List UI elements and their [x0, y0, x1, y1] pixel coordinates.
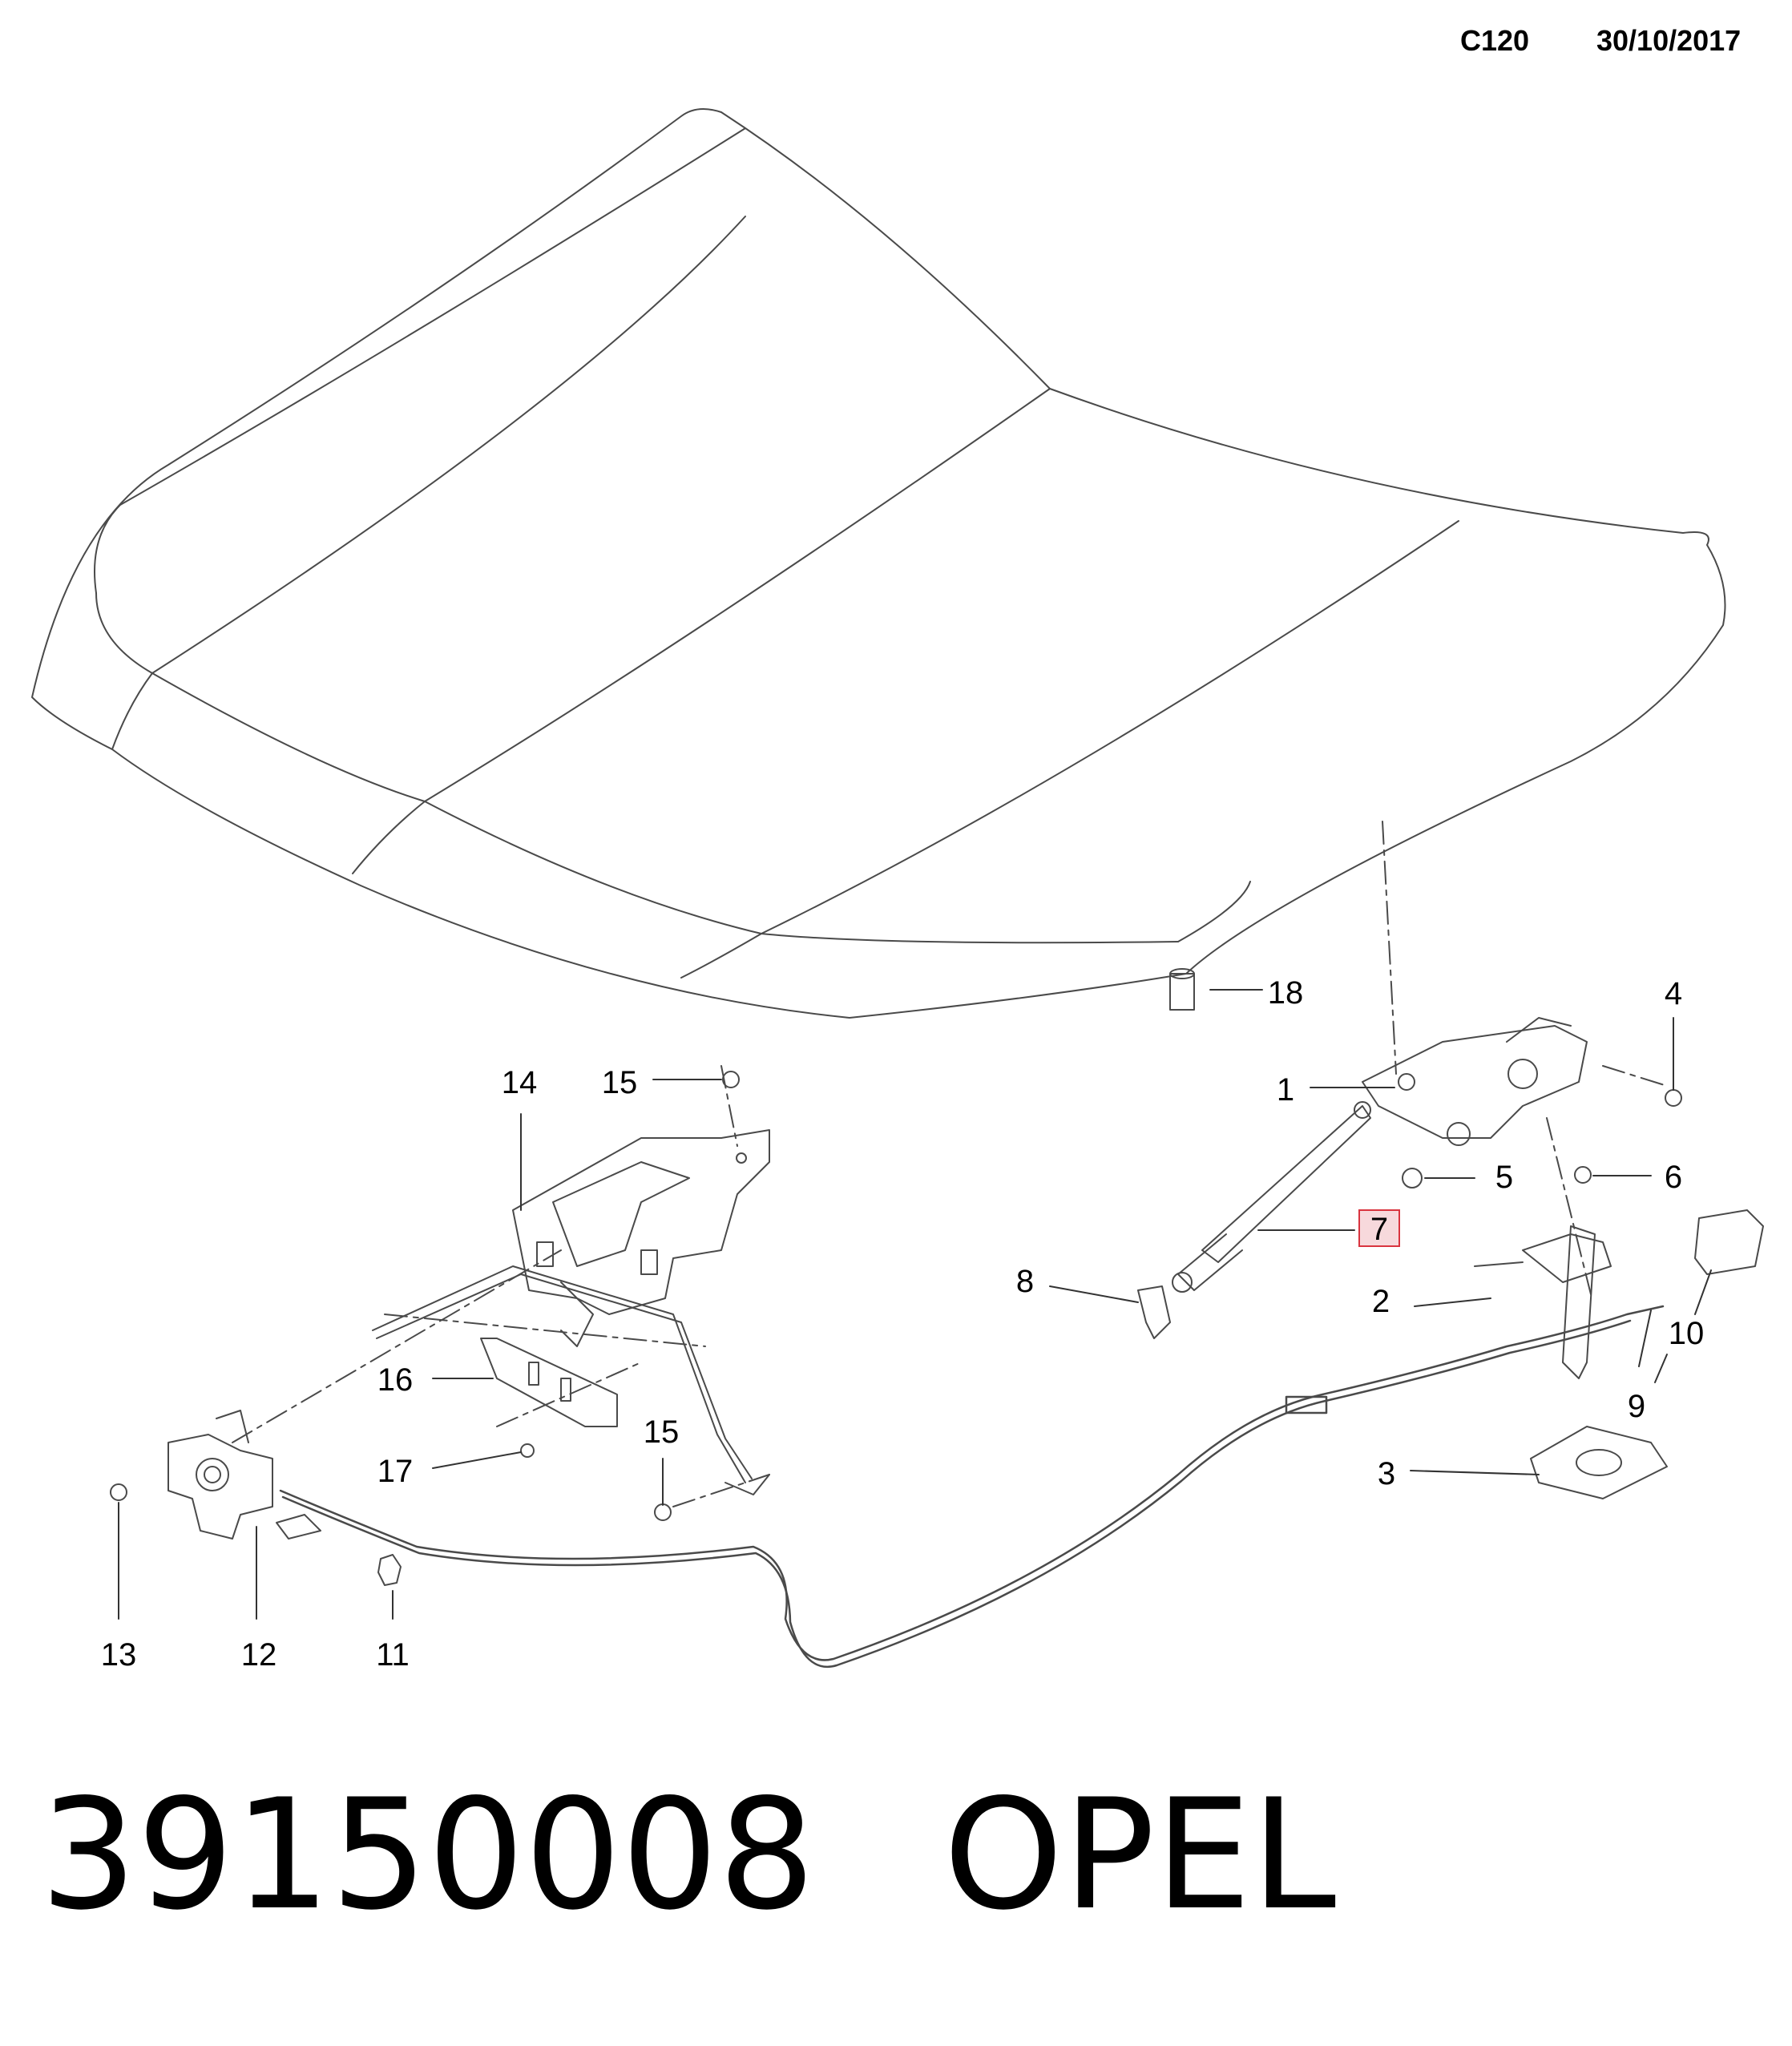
hood-hinge: [1362, 1017, 1588, 1146]
callout-9: 9: [1628, 1389, 1645, 1424]
highlight-box-7: [1358, 1209, 1400, 1247]
hood-latch: [167, 1410, 321, 1540]
leader-lines: [118, 989, 1712, 1620]
callout-11: 11: [376, 1637, 410, 1673]
callout-12: 12: [241, 1637, 277, 1673]
callout-10: 10: [1669, 1316, 1705, 1351]
bolt-15-bottom: [654, 1503, 672, 1521]
bolt-6: [1574, 1166, 1592, 1184]
callout-7: 7: [1370, 1212, 1388, 1247]
latch-bracket: [512, 1129, 770, 1347]
diagram-date: 30/10/2017: [1596, 24, 1742, 57]
callout-14: 14: [502, 1065, 538, 1100]
bolt-15-top: [722, 1071, 740, 1088]
callout-5: 5: [1495, 1160, 1513, 1195]
callout-13: 13: [101, 1637, 137, 1673]
latch-cover: [480, 1338, 618, 1427]
diagram-code: C120: [1460, 24, 1530, 57]
callout-17: 17: [377, 1454, 414, 1489]
callout-8: 8: [1016, 1264, 1034, 1299]
bumper-stop: [1169, 968, 1195, 1011]
callout-6: 6: [1665, 1160, 1682, 1195]
bolt-4: [1665, 1089, 1682, 1107]
bolt-13: [110, 1483, 127, 1501]
hood-panel: [31, 108, 1726, 1019]
pad: [1530, 1426, 1668, 1499]
callout-labels: 1 2 3 4 5 6 7 8 9 10 11 12 13 14 15 15 1…: [101, 975, 1705, 1673]
callout-3: 3: [1378, 1456, 1395, 1491]
callout-15-top: 15: [602, 1065, 638, 1100]
screw-17: [520, 1443, 535, 1458]
callout-1: 1: [1277, 1072, 1294, 1108]
clip-8: [1137, 1285, 1171, 1339]
callout-16: 16: [377, 1362, 414, 1398]
gas-strut: [1172, 1101, 1371, 1293]
part-number: 39150008: [40, 1766, 816, 1943]
assembly-lines: [232, 821, 1668, 1507]
nut-11: [377, 1554, 402, 1586]
support-brace: [372, 1265, 770, 1495]
release-cable: [279, 1305, 1665, 1668]
release-rod: [1474, 1225, 1612, 1379]
callout-2: 2: [1372, 1284, 1390, 1319]
nut-5: [1402, 1168, 1423, 1188]
callout-4: 4: [1665, 976, 1682, 1011]
brand-name: OPEL: [943, 1766, 1337, 1943]
switch-10: [1694, 1209, 1764, 1275]
callout-15-bottom: 15: [644, 1414, 680, 1450]
callout-18: 18: [1268, 975, 1304, 1011]
